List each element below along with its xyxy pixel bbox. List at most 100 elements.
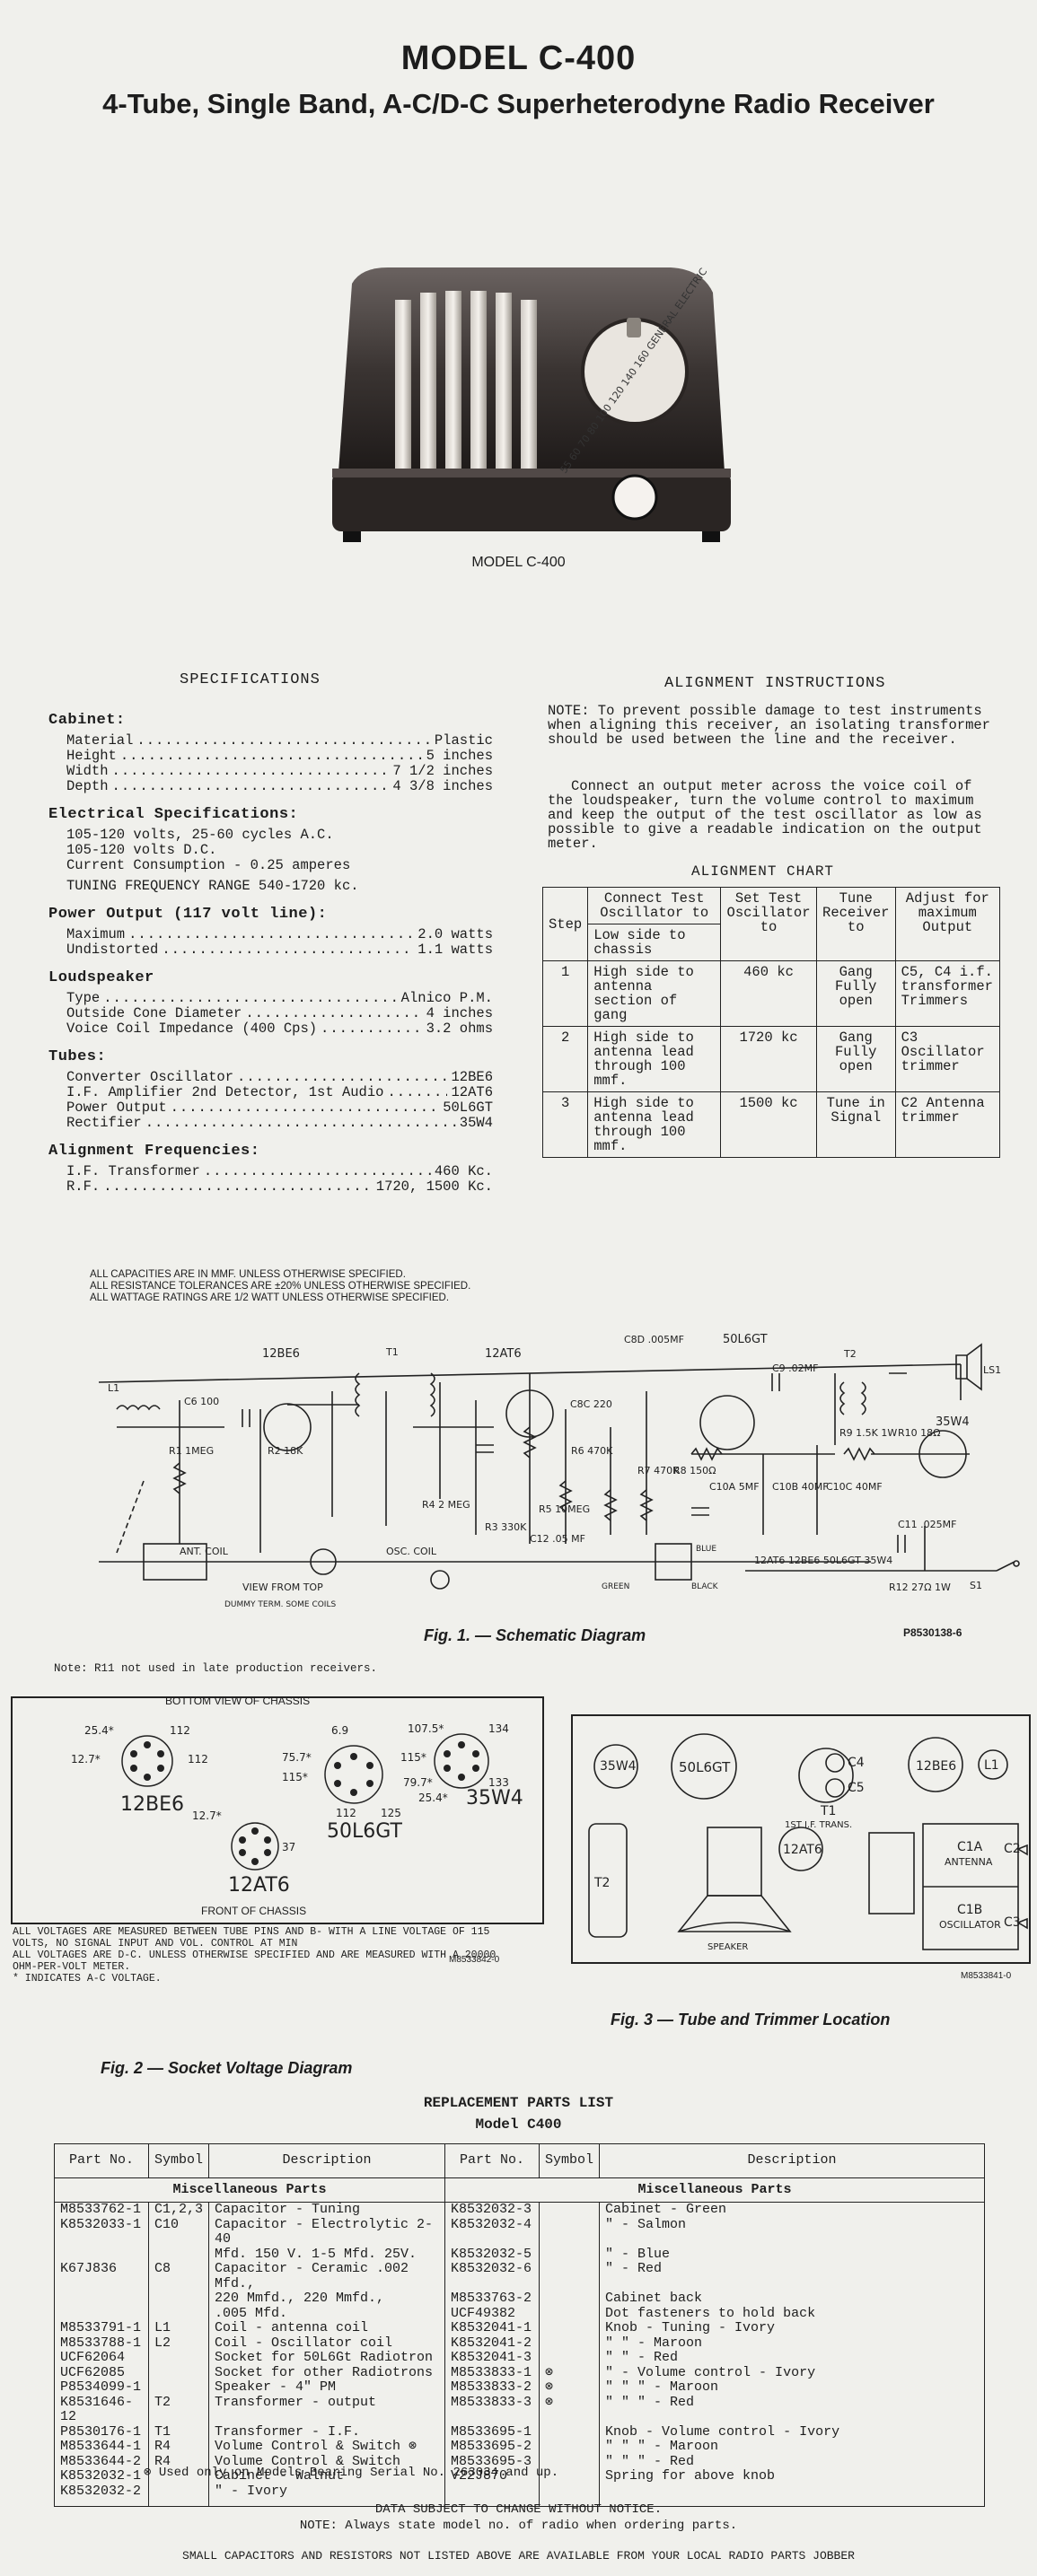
spec-row: Rectifier35W4 (66, 1116, 493, 1131)
socket-notes: ALL VOLTAGES ARE MEASURED BETWEEN TUBE P… (13, 1926, 497, 1985)
socket-voltage: 112 (170, 1724, 190, 1737)
spec-row: TypeAlnico P.M. (66, 991, 493, 1006)
parts-cell-desc: " - Volume control - Ivory (599, 2365, 985, 2380)
spec-row: Width7 1/2 inches (66, 764, 493, 779)
parts-cell-sym: C10 (147, 2217, 210, 2247)
sch-label: T2 (843, 1348, 857, 1360)
notice-jobber: SMALL CAPACITORS AND RESISTORS NOT LISTE… (182, 2549, 855, 2563)
tubes-list: Converter Oscillator12BE6 I.F. Amplifier… (48, 1070, 493, 1131)
trim-label: 12AT6 (783, 1843, 822, 1857)
parts-cell-desc: " - Red (599, 2261, 985, 2291)
parts-table: Part No. Symbol Description Part No. Sym… (53, 2143, 985, 2507)
parts-cell-desc: Capacitor - Electrolytic 2-40 (208, 2217, 446, 2247)
socket-title: BOTTOM VIEW OF CHASSIS (165, 1695, 311, 1707)
socket-part-no: M8533842-0 (449, 1955, 500, 1965)
parts-cell-desc: Transformer - output (208, 2395, 446, 2425)
sch-label: R6 470K (571, 1445, 613, 1457)
parts-cell-part: M8533833-2 (444, 2379, 540, 2396)
socket-voltage: 25.4* (418, 1792, 448, 1804)
col-adjust: Adjust for maximum Output (894, 887, 1001, 961)
spec-row: Depth4 3/8 inches (66, 779, 493, 794)
sch-label: R9 1.5K 1W (839, 1427, 897, 1439)
parts-cell-desc: " " " - Red (599, 2395, 985, 2425)
parts-cell-part (444, 2484, 540, 2499)
socket-voltage: 133 (488, 1776, 509, 1789)
spec-row: Power Output50L6GT (66, 1100, 493, 1116)
parts-cell-part: K8532032-6 (444, 2261, 540, 2291)
sch-label: R10 18Ω (898, 1427, 941, 1439)
parts-cell-part: M8533695-3 (444, 2454, 540, 2469)
alignment-paragraph: Connect an output meter across the voice… (548, 778, 982, 852)
socket-tube-name: 12AT6 (228, 1874, 290, 1897)
parts-cell-sym: R4 (147, 2439, 210, 2455)
sch-label: 50L6GT (723, 1333, 768, 1346)
trim-label: C3 (1004, 1915, 1021, 1930)
parts-row: Mfd. 150 V. 1-5 Mfd. 25V.K8532032-5" - B… (54, 2247, 985, 2262)
parts-cell-part: K8531646-12 (54, 2395, 149, 2425)
parts-cell-part: K8532032-1 (54, 2468, 149, 2484)
cabinet-heading: Cabinet: (48, 712, 126, 729)
socket-tube-name: 12BE6 (120, 1793, 184, 1816)
parts-cell-desc: Knob - Tuning - Ivory (599, 2320, 985, 2336)
electrical-list: 105-120 volts, 25-60 cycles A.C. 105-120… (66, 827, 359, 894)
socket-voltage: 37 (282, 1841, 295, 1853)
chart-row: 3 High side to antenna lead through 100 … (541, 1091, 1001, 1158)
parts-cell-part: M8533695-1 (444, 2424, 540, 2440)
parts-cell-part: P8530176-1 (54, 2424, 149, 2440)
trim-label: OSCILLATOR (939, 1919, 1001, 1931)
parts-cell-desc: " " - Maroon (599, 2335, 985, 2351)
parts-cell-part: K8532041-3 (444, 2350, 540, 2366)
trim-label: C1A (957, 1840, 983, 1854)
parts-cell-part: M8533695-2 (444, 2439, 540, 2455)
alignment-chart-title: ALIGNMENT CHART (691, 863, 835, 880)
socket-voltage: 134 (488, 1722, 509, 1735)
parts-cell-sym (147, 2351, 210, 2366)
col-step: Step (541, 887, 589, 961)
sch-label: R12 27Ω 1W (889, 1582, 951, 1593)
socket-voltage-box: BOTTOM VIEW OF CHASSIS 25.4* 12.7* 112 1… (11, 1695, 544, 1924)
parts-cell-part: UCF62085 (54, 2365, 149, 2380)
page-subtitle: 4-Tube, Single Band, A-C/D-C Superhetero… (102, 88, 935, 119)
parts-cell-sym: C8 (147, 2261, 210, 2291)
trim-label: C4 (848, 1756, 865, 1770)
parts-cell-part (54, 2291, 149, 2307)
parts-cell-sym (539, 2440, 601, 2455)
socket-tube-name: 50L6GT (327, 1820, 403, 1843)
fig2-caption: Fig. 2 — Socket Voltage Diagram (101, 2059, 353, 2077)
trimmer-diagram: 35W4 50L6GT C4 C5 T1 1ST I.F. TRANS. 12B… (588, 1733, 1028, 1952)
sch-label: LS1 (983, 1364, 1001, 1376)
alignment-heading: ALIGNMENT INSTRUCTIONS (664, 675, 886, 692)
fig1-caption: Fig. 1. — Schematic Diagram (424, 1626, 646, 1644)
parts-cell-part (54, 2247, 149, 2262)
spec-row: Maximum2.0 watts (66, 927, 493, 942)
trimmer-part-no: M8533841-0 (961, 1971, 1012, 1981)
parts-cell-desc: " " " - Maroon (599, 2379, 985, 2396)
parts-cell-sym: L2 (147, 2335, 210, 2351)
socket-voltage: 125 (381, 1807, 401, 1819)
parts-cell-desc: Mfd. 150 V. 1-5 Mfd. 25V. (208, 2247, 446, 2262)
sch-label: R8 150Ω (673, 1465, 716, 1476)
parts-cell-desc (599, 2484, 985, 2499)
parts-cell-desc: Knob - Volume control - Ivory (599, 2424, 985, 2440)
parts-cell-sym (147, 2380, 210, 2396)
parts-cell-part: K8532033-1 (54, 2217, 149, 2247)
parts-cell-part: UCF49382 (444, 2306, 540, 2321)
parts-cell-sym (539, 2202, 601, 2218)
parts-cell-part: P8534099-1 (54, 2379, 149, 2396)
spec-row: Outside Cone Diameter4 inches (66, 1006, 493, 1021)
parts-cell-part: M8533791-1 (54, 2320, 149, 2336)
parts-cell-sym (539, 2247, 601, 2262)
parts-footnote: ⊗ Used only on Models Bearing Serial No.… (144, 2466, 559, 2480)
sch-label: BLACK (691, 1582, 719, 1591)
parts-cell-desc: Socket for other Radiotrons (208, 2365, 446, 2380)
parts-cell-desc: Socket for 50L6Gt Radiotron (208, 2350, 446, 2366)
parts-cell-sym: ⊗ (539, 2379, 601, 2396)
parts-cell-desc: Capacitor - Ceramic .002 Mfd., (208, 2261, 446, 2291)
